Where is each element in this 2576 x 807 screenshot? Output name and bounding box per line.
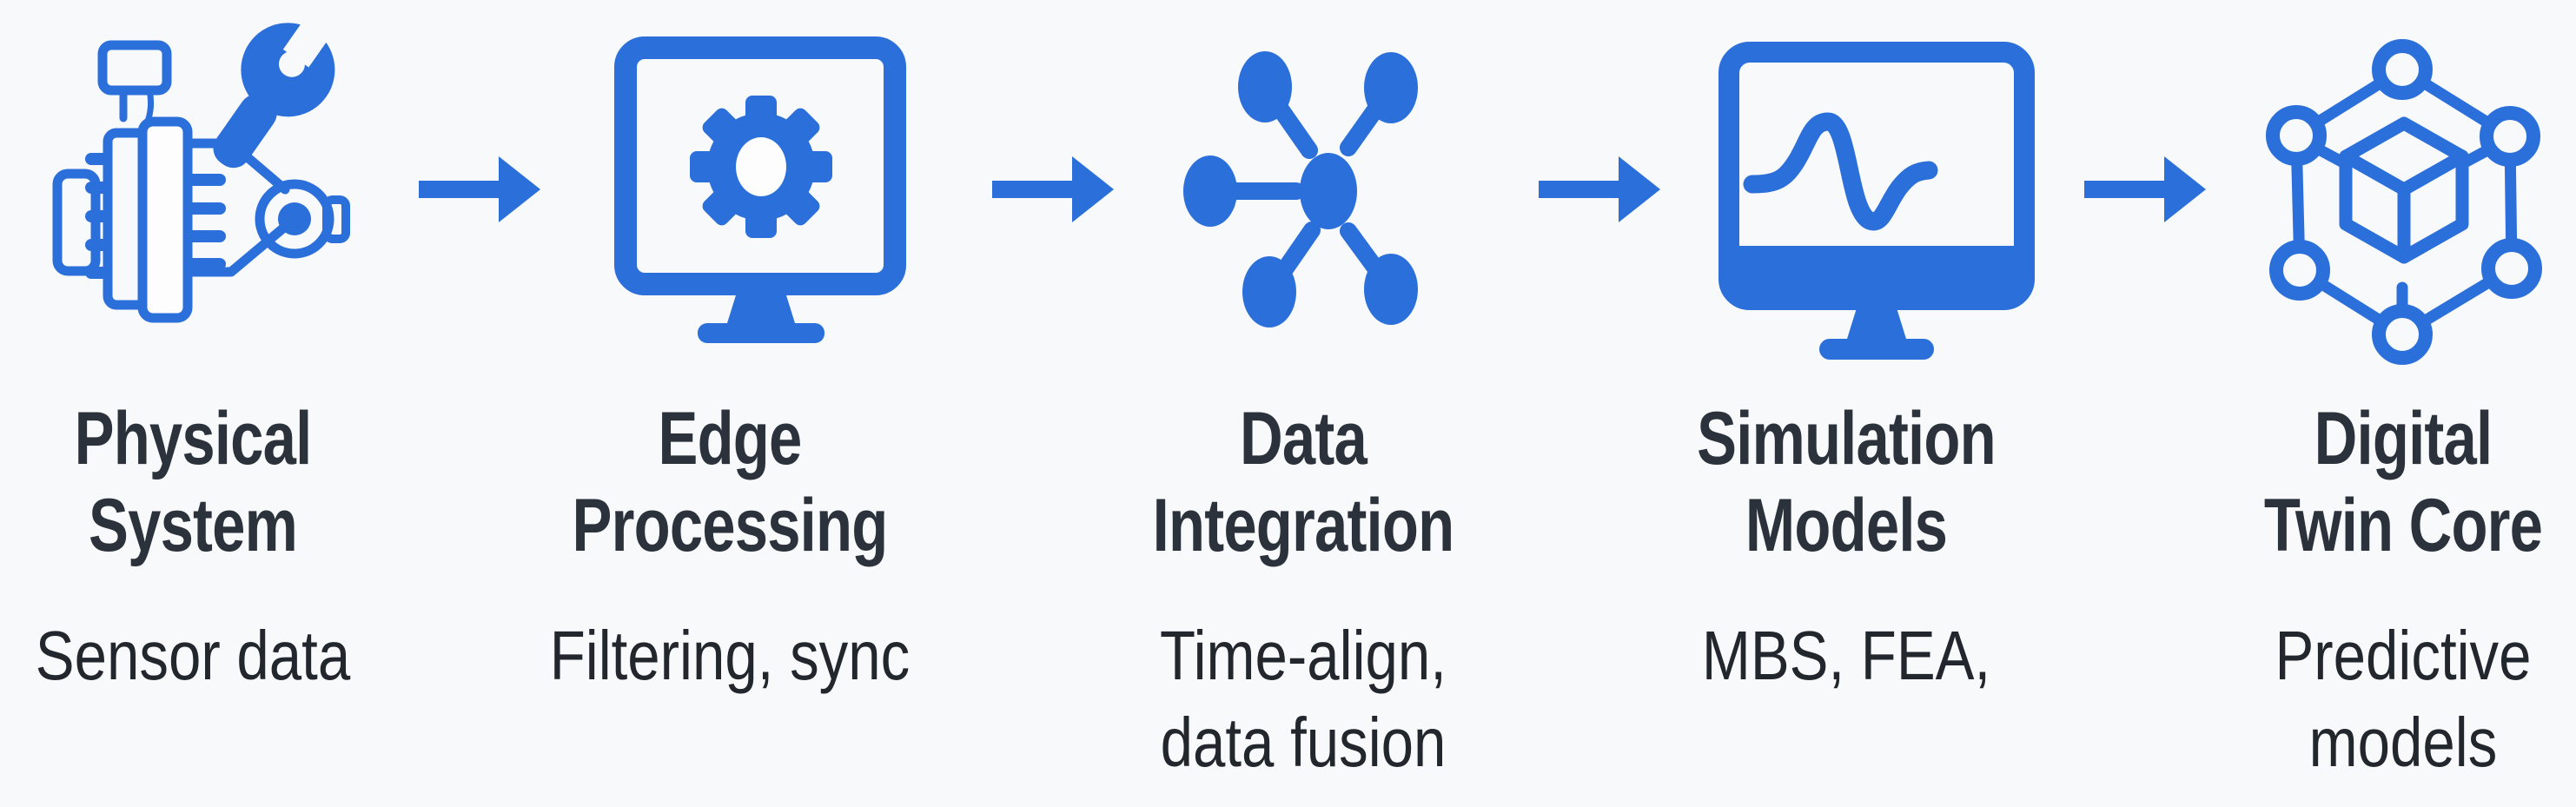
- monitor-gear-icon: [614, 36, 906, 343]
- stage-caption: Sensor data: [35, 617, 351, 694]
- stage-caption: Filtering, sync: [549, 617, 911, 694]
- stage-data-integration: Data Integration Time-align, data fusion: [1112, 0, 1494, 807]
- stage-simulation-models: Simulation Models MBS, FEA,: [1655, 0, 2037, 807]
- stage-edge-processing: Edge Processing Filtering, sync: [539, 0, 921, 807]
- stage-title: Physical System: [74, 397, 313, 567]
- right-arrow-icon: [2084, 155, 2206, 224]
- network-hub-icon: [1112, 0, 1494, 382]
- hexagon-cube-icon: [2212, 0, 2576, 382]
- monitor-wave-icon: [1718, 42, 2035, 360]
- hexagon-cube-icon: [2266, 39, 2542, 365]
- right-arrow-icon: [419, 155, 540, 224]
- right-arrow-icon: [992, 155, 1114, 224]
- stage-caption: MBS, FEA,: [1701, 617, 1991, 694]
- stage-title: Digital Twin Core: [2263, 397, 2543, 567]
- monitor-gear-icon: [539, 0, 921, 382]
- stage-caption: Predictive models: [2275, 617, 2532, 781]
- stage-title: Data Integration: [1152, 397, 1454, 567]
- monitor-wave-icon: [1655, 0, 2037, 382]
- right-arrow-icon: [1539, 155, 1660, 224]
- stage-caption: Time-align, data fusion: [1160, 617, 1447, 781]
- network-hub-icon: [1183, 51, 1418, 327]
- stage-title: Edge Processing: [572, 397, 889, 567]
- engine-wrench-icon: [2, 0, 384, 382]
- stage-title: Simulation Models: [1697, 397, 1996, 567]
- stage-physical-system: Physical System Sensor data: [2, 0, 384, 807]
- engine-wrench-icon: [52, 10, 350, 323]
- stage-digital-twin-core: Digital Twin Core Predictive models: [2212, 0, 2576, 807]
